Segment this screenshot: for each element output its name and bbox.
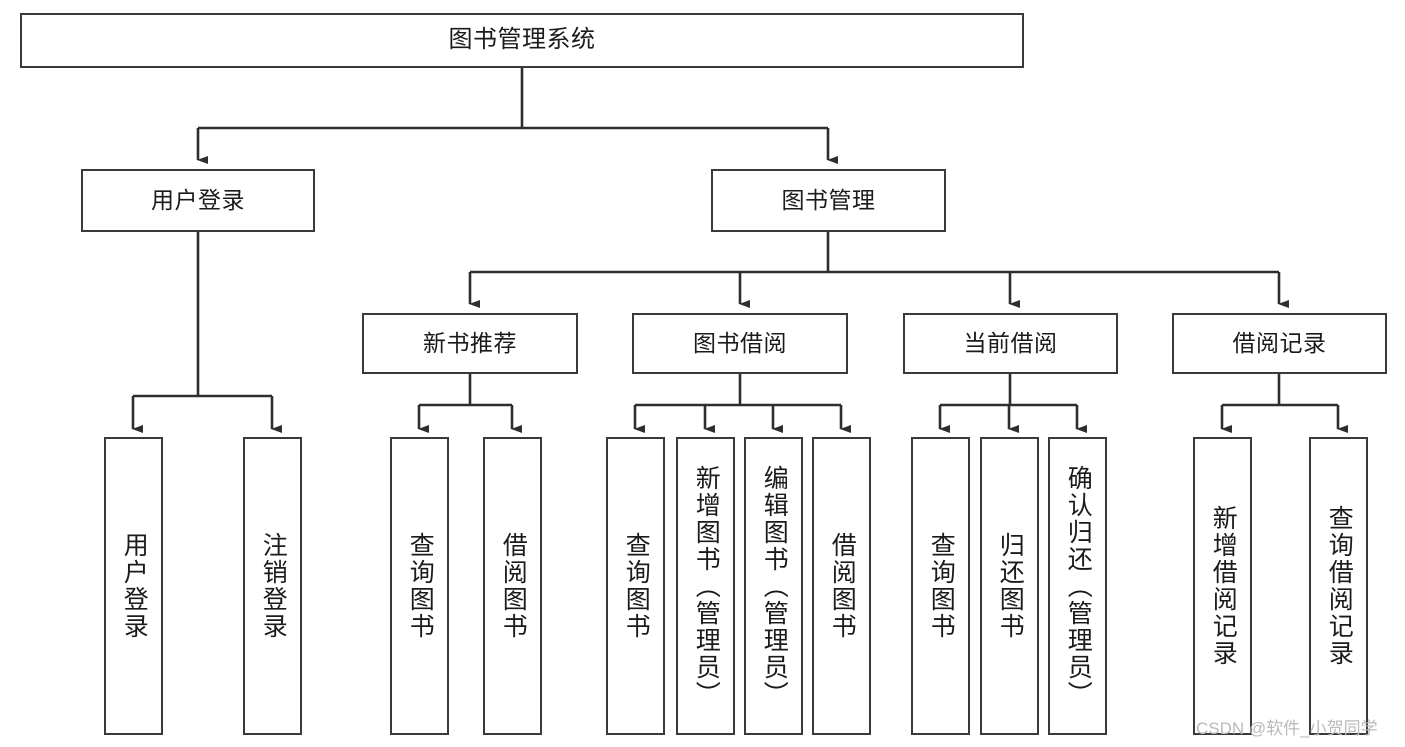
node-label: 图书借阅 bbox=[693, 329, 787, 356]
leaf-borrow-book-recommend[interactable]: 借阅图书 bbox=[483, 437, 542, 735]
leaf-query-book-borrow[interactable]: 查询图书 bbox=[606, 437, 665, 735]
node-label: 新书推荐 bbox=[423, 329, 517, 356]
node-book-management[interactable]: 图书管理 bbox=[711, 169, 946, 232]
leaf-confirm-return-admin[interactable]: 确认归还（管理员） bbox=[1048, 437, 1107, 735]
node-label: 新增借阅记录 bbox=[1209, 505, 1238, 667]
node-book-borrow[interactable]: 图书借阅 bbox=[632, 313, 848, 374]
leaf-query-borrow-record[interactable]: 查询借阅记录 bbox=[1309, 437, 1368, 735]
node-new-book-recommend[interactable]: 新书推荐 bbox=[362, 313, 578, 374]
node-label: 借阅图书 bbox=[499, 532, 528, 640]
node-label: 查询图书 bbox=[927, 532, 956, 640]
leaf-query-book-recommend[interactable]: 查询图书 bbox=[390, 437, 449, 735]
leaf-return-book[interactable]: 归还图书 bbox=[980, 437, 1039, 735]
node-label: 查询图书 bbox=[622, 532, 651, 640]
node-label: 用户登录 bbox=[151, 186, 245, 213]
node-label: 借阅图书 bbox=[828, 532, 857, 640]
node-current-borrow[interactable]: 当前借阅 bbox=[903, 313, 1118, 374]
node-label: 借阅记录 bbox=[1232, 329, 1327, 356]
node-label: 用户登录 bbox=[120, 532, 149, 640]
leaf-query-book-current[interactable]: 查询图书 bbox=[911, 437, 970, 735]
leaf-borrow-book[interactable]: 借阅图书 bbox=[812, 437, 871, 735]
node-user-login[interactable]: 用户登录 bbox=[81, 169, 315, 232]
node-borrow-record[interactable]: 借阅记录 bbox=[1172, 313, 1387, 374]
csdn-watermark: CSDN @软件_小贺同学 bbox=[1196, 719, 1378, 738]
leaf-user-login[interactable]: 用户登录 bbox=[104, 437, 163, 735]
leaf-add-book-admin[interactable]: 新增图书（管理员） bbox=[676, 437, 735, 735]
leaf-logout-login[interactable]: 注销登录 bbox=[243, 437, 302, 735]
node-label: 图书管理 bbox=[781, 186, 876, 213]
node-label: 归还图书 bbox=[996, 532, 1025, 640]
node-label: 确认归还（管理员） bbox=[1064, 464, 1093, 708]
node-root-book-management-system[interactable]: 图书管理系统 bbox=[20, 13, 1024, 68]
leaf-add-borrow-record[interactable]: 新增借阅记录 bbox=[1193, 437, 1252, 735]
node-label: 查询借阅记录 bbox=[1325, 505, 1354, 667]
node-label: 编辑图书（管理员） bbox=[760, 464, 789, 708]
node-label: 图书管理系统 bbox=[448, 26, 596, 54]
node-label: 当前借阅 bbox=[963, 329, 1058, 356]
node-label: 新增图书（管理员） bbox=[692, 464, 721, 708]
node-label: 查询图书 bbox=[406, 532, 435, 640]
node-label: 注销登录 bbox=[259, 532, 288, 640]
leaf-edit-book-admin[interactable]: 编辑图书（管理员） bbox=[744, 437, 803, 735]
